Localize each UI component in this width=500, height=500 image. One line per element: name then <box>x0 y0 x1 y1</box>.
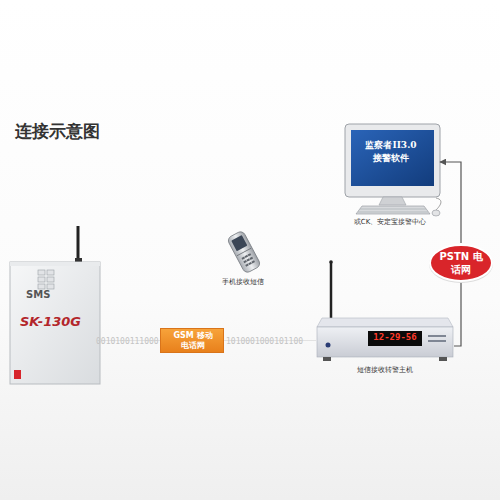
brand-logo <box>14 370 21 379</box>
network-tag: GSM 移动电话网 <box>160 328 224 353</box>
binary-stream: 0010100111000 <box>96 337 159 346</box>
phone-keys <box>241 253 255 267</box>
alarm-panel-box: SMS SK-130G <box>10 262 100 384</box>
host-front <box>317 327 453 357</box>
host-vent <box>428 340 446 342</box>
receiver-host <box>317 260 453 361</box>
oval-outline <box>428 243 494 283</box>
monitor-bezel <box>345 124 440 197</box>
oval-shadow <box>429 245 493 283</box>
antenna-tip <box>329 260 333 264</box>
network-name: GSM 移动电话网 <box>161 331 225 351</box>
phone-hinge <box>237 248 251 256</box>
keypad <box>38 270 54 289</box>
host-top <box>317 318 453 327</box>
device-caption: 或CK、安定宝接警中心 <box>340 218 440 227</box>
phone-line <box>440 162 461 243</box>
clock-display: 12-29-56 <box>369 332 421 343</box>
phone-body <box>227 230 262 274</box>
phone-line <box>454 283 461 346</box>
diagram-title: 连接示意图 <box>15 120 100 143</box>
host-led <box>326 343 331 348</box>
antenna <box>330 262 333 320</box>
monitor-stand <box>379 197 406 205</box>
mouse <box>432 210 440 216</box>
keyboard <box>356 206 430 214</box>
host-vent <box>428 335 446 337</box>
network-name: PSTN 电话网 <box>439 250 483 276</box>
panel-caption: SMS <box>26 288 66 301</box>
panel-body <box>10 262 100 384</box>
keyboard-row <box>360 209 426 210</box>
screen-text: 监察者II3.0 接警软件 <box>363 139 419 165</box>
receiver-node: 12-29-56 短信接收转警主机 <box>316 316 454 376</box>
panel-edge <box>10 262 100 266</box>
computer-node: 监察者II3.0 接警软件或CK、安定宝接警中心 <box>340 122 440 228</box>
network-oval: PSTN 电话网 <box>428 243 494 283</box>
monitor-screen <box>351 130 434 186</box>
device-caption: 短信接收转警主机 <box>316 366 454 375</box>
model-name: SK-130G <box>20 314 98 330</box>
phone-screen <box>231 235 247 251</box>
keyboard-row <box>358 212 428 213</box>
phone-node: 手机接收短信 <box>212 232 274 288</box>
alarm-panel <box>10 226 100 384</box>
mobile-phone <box>227 230 262 274</box>
host-foot <box>439 357 447 361</box>
device-caption: 手机接收短信 <box>212 278 274 287</box>
binary-stream: 1010001000101100 <box>226 337 303 346</box>
host-foot <box>323 357 331 361</box>
computer <box>345 124 441 216</box>
oval-fill <box>430 245 492 281</box>
host-display <box>368 331 422 346</box>
antenna <box>77 226 80 262</box>
mouse-cable <box>436 198 441 210</box>
